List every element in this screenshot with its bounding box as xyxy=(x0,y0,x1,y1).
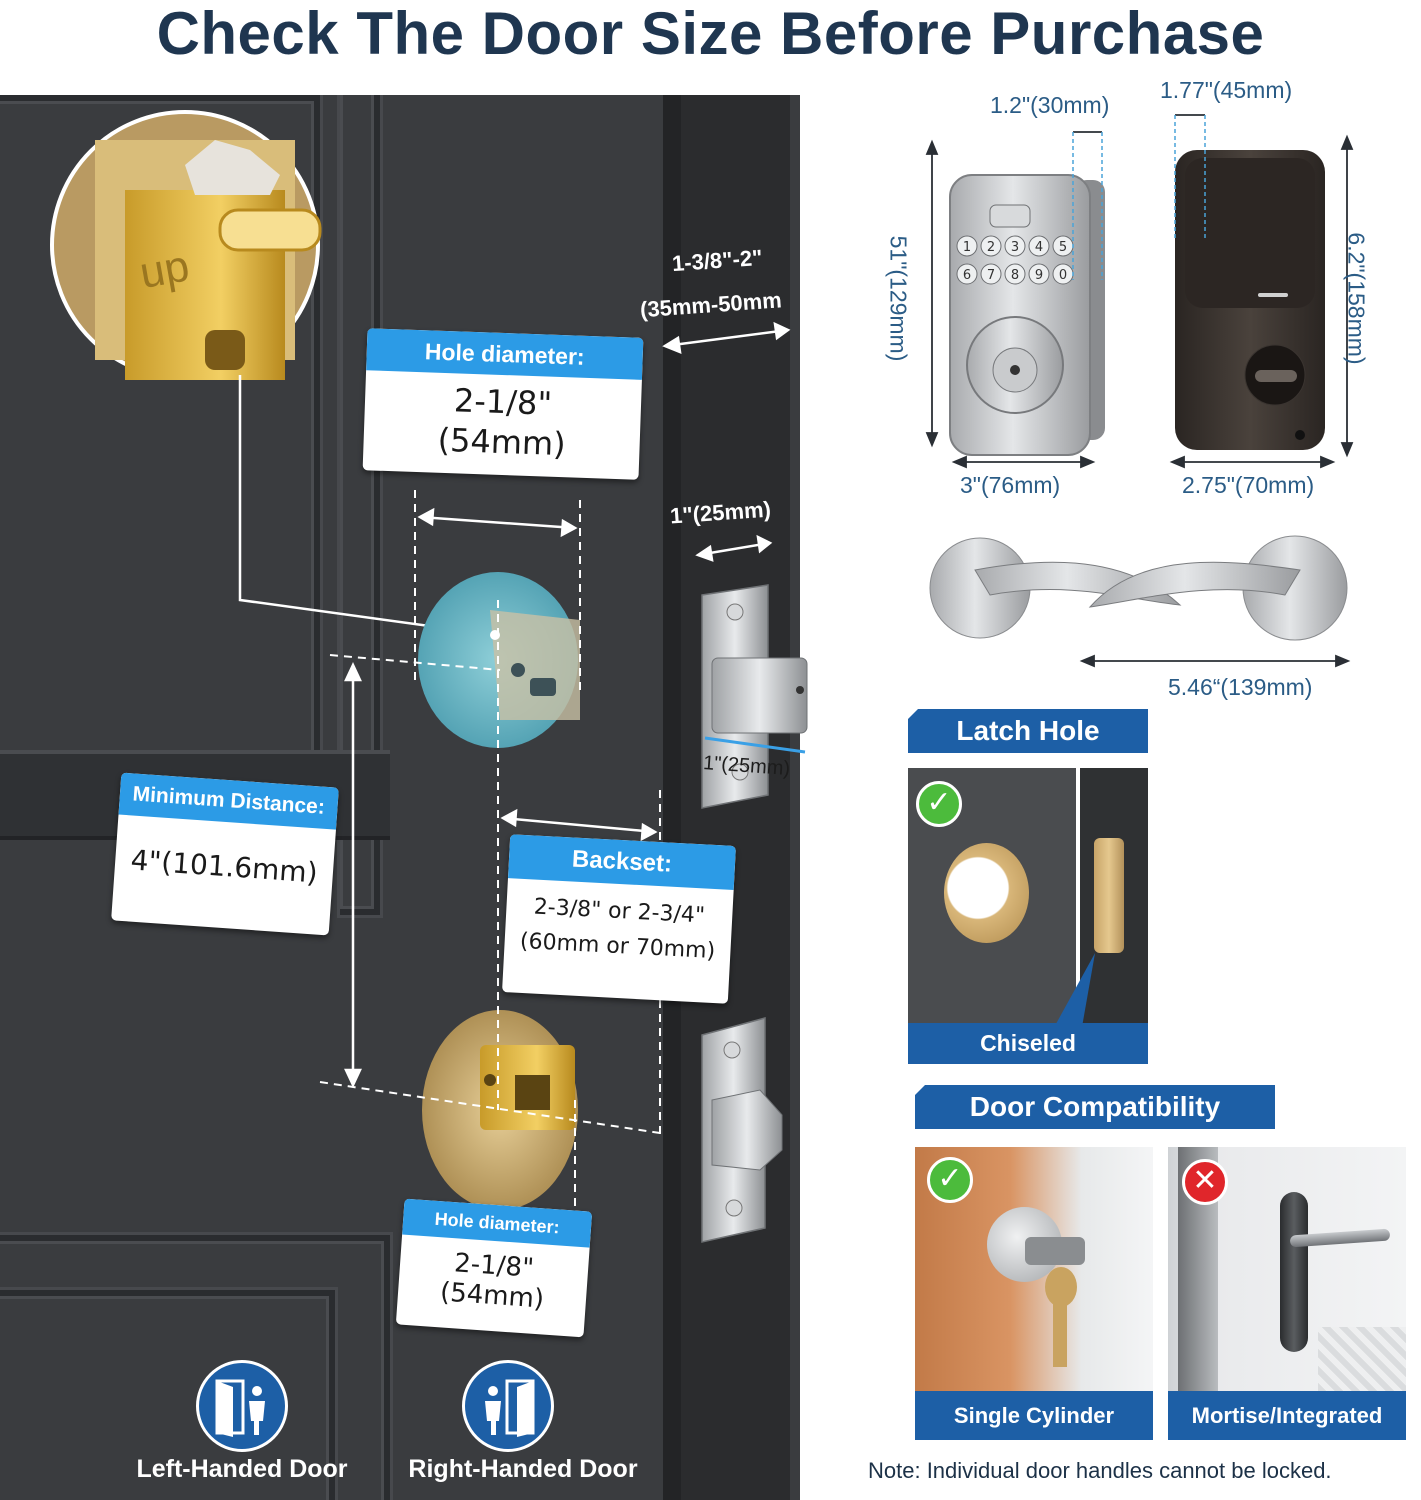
keypad-key xyxy=(1028,263,1050,285)
keypad-key-label: 6 xyxy=(963,268,971,283)
keypad-key-label: 0 xyxy=(1059,268,1067,283)
door-edge-shade xyxy=(663,95,681,1500)
door-lower-inner-panel xyxy=(0,1290,335,1500)
door-lower-panel xyxy=(0,1235,390,1500)
keypad-key-label: 4 xyxy=(1035,240,1043,255)
lever-width-dimension: 5.46“(139mm) xyxy=(1168,674,1313,700)
latch-engraving: up xyxy=(136,241,193,298)
lock-dimensions-svg: 1 2 3 4 5 6 7 8 9 0 xyxy=(925,114,1354,668)
interior-height-dimension: 6.2"(158mm) xyxy=(1343,232,1370,365)
door-compatibility-heading: Door Compatibility xyxy=(914,1084,1275,1129)
keypad-width-dimension: 3"(76mm) xyxy=(960,472,1061,498)
interior-width-dimension: 2.75"(70mm) xyxy=(1182,472,1315,498)
compat-item-single-cylinder: ✓ Single Cylinder xyxy=(915,1147,1153,1440)
keypad-height-dimension: 51"(129mm) xyxy=(885,235,912,362)
minimum-distance-value: 4"(101.6mm) xyxy=(129,843,319,890)
interior-unit-image xyxy=(1175,150,1325,450)
check-badge-icon: ✓ xyxy=(916,781,962,827)
keypad-depth-dimension: 1.2"(30mm) xyxy=(990,92,1110,118)
cross-badge-icon: ✕ xyxy=(1182,1159,1228,1205)
interior-depth-dimension: 1.77"(45mm) xyxy=(1160,77,1293,103)
hole-diameter-label: Hole diameter: 2-1/8" (54mm) xyxy=(362,328,644,480)
compat-item-mortise: ✕ Mortise/Integrated xyxy=(1168,1147,1406,1440)
keypad-key xyxy=(956,263,978,285)
keypad-keys: 1 2 3 4 5 6 7 8 9 0 xyxy=(956,235,1074,285)
latch-plate-lower xyxy=(701,1017,783,1243)
latch-zoom-circle: up xyxy=(50,110,322,380)
keypad-key-label: 3 xyxy=(1011,240,1019,255)
hole-diameter-lower-label: Hole diameter: 2-1/8" (54mm) xyxy=(395,1198,593,1338)
hole-diameter-heading: Hole diameter: xyxy=(366,328,644,380)
keypad-key xyxy=(980,235,1002,257)
latch-hole-heading: Latch Hole xyxy=(907,708,1148,753)
compat-caption-single-cylinder: Single Cylinder xyxy=(915,1391,1153,1440)
check-badge-icon: ✓ xyxy=(927,1157,973,1203)
keypad-key xyxy=(980,263,1002,285)
keypad-key-label: 2 xyxy=(987,240,995,255)
left-handed-door-label: Left-Handed Door xyxy=(136,1455,348,1483)
keypad-key-label: 9 xyxy=(1035,268,1043,283)
backset-label: Backset: 2-3/8" or 2-3/4" (60mm or 70mm) xyxy=(502,834,736,1004)
latch-hole-caption: Chiseled xyxy=(908,1023,1148,1064)
left-handed-door-icon xyxy=(196,1360,288,1452)
keypad-key xyxy=(956,235,978,257)
latch-plate-upper xyxy=(701,584,808,809)
minimum-distance-label: Minimum Distance: 4"(101.6mm) xyxy=(111,772,339,936)
keypad-key xyxy=(1004,235,1026,257)
keypad-key-label: 1 xyxy=(963,240,971,255)
page-title: Check The Door Size Before Purchase xyxy=(156,0,1265,67)
keypad-deadbolt-image: 1 2 3 4 5 6 7 8 9 0 xyxy=(949,174,1105,456)
keypad-key-label: 8 xyxy=(1011,268,1019,283)
door-diagram-svg: up xyxy=(50,110,808,1243)
latch-hole-image: ✓ Chiseled xyxy=(908,768,1148,1064)
keypad-key xyxy=(1004,263,1026,285)
right-handed-door-label: Right-Handed Door xyxy=(408,1455,638,1483)
note-text: Note: Individual door handles cannot be … xyxy=(868,1458,1332,1483)
keypad-key-label: 5 xyxy=(1059,240,1067,255)
lever-handles-image xyxy=(929,535,1348,641)
door-upper-right-panel xyxy=(340,95,380,915)
right-handed-door-icon xyxy=(462,1360,554,1452)
keypad-key xyxy=(1028,235,1050,257)
keypad-key-label: 7 xyxy=(987,268,995,283)
compat-caption-mortise: Mortise/Integrated xyxy=(1168,1391,1406,1440)
